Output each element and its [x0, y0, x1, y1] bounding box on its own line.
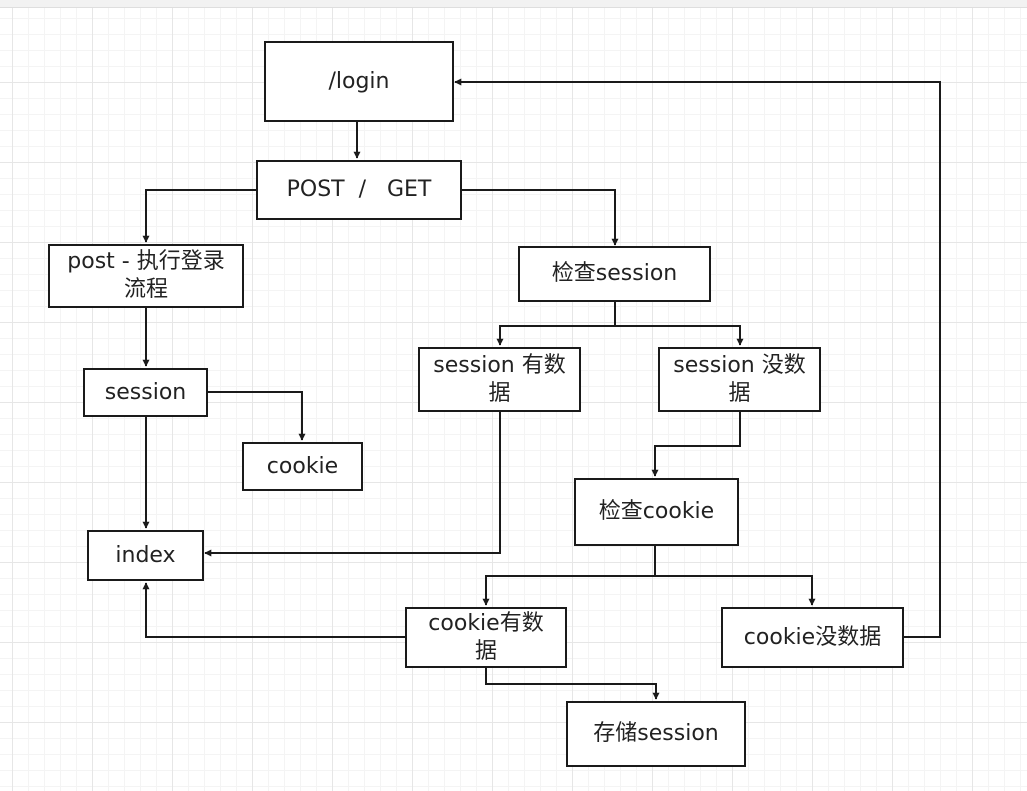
edge-cookie-none-to-login: [454, 78, 941, 638]
check-cookie-node: 检查cookie: [574, 478, 739, 546]
edge-cookie-has-to-index: [142, 582, 405, 638]
login-node-label: /login: [328, 68, 390, 94]
store-session-node-label: 存储session: [593, 721, 719, 746]
edge-post-get-to-check-session: [462, 189, 619, 246]
session-no-data-node: session 没数 据: [658, 347, 821, 412]
cookie-no-data-node-label: cookie没数据: [743, 624, 882, 650]
edge-check-cookie-to-cookie-none: [655, 575, 816, 606]
check-session-node: 检查session: [518, 246, 711, 302]
post-get-node-label: POST / GET: [286, 177, 432, 202]
login-node: /login: [264, 41, 454, 122]
edge-check-cookie-to-cookie-has: [482, 575, 655, 606]
index-node: index: [87, 530, 204, 581]
check-cookie-node-label: 检查cookie: [598, 499, 715, 524]
session-no-data-node-label: session 没数 据: [673, 352, 806, 406]
post-flow-node: post - 执行登录 流程: [48, 244, 244, 308]
check-session-node-label: 检查session: [551, 261, 678, 286]
edge-check-session-to-session-none: [615, 325, 744, 346]
cookie-no-data-node: cookie没数据: [721, 607, 904, 668]
post-get-node: POST / GET: [256, 160, 462, 220]
edge-session-none-to-check-cookie: [651, 411, 741, 477]
edge-check-session-to-session-has: [496, 325, 615, 346]
edge-session-to-cookie: [208, 391, 306, 441]
session-node: session: [83, 368, 208, 417]
index-node-label: index: [115, 542, 176, 568]
cookie-has-data-node-label: cookie有数 据: [428, 610, 544, 664]
top-strip: [0, 0, 1027, 8]
session-has-data-node-label: session 有数 据: [433, 352, 566, 406]
store-session-node: 存储session: [566, 701, 746, 767]
cookie-node-label: cookie: [266, 453, 339, 479]
session-has-data-node: session 有数 据: [418, 347, 581, 412]
edge-post-get-to-post-flow: [142, 189, 257, 243]
edge-session-has-to-index: [204, 411, 501, 557]
cookie-node: cookie: [242, 442, 363, 491]
edge-cookie-has-to-store-session: [485, 667, 660, 700]
session-node-label: session: [104, 379, 187, 405]
cookie-has-data-node: cookie有数 据: [405, 607, 567, 668]
post-flow-node-label: post - 执行登录 流程: [67, 249, 225, 302]
